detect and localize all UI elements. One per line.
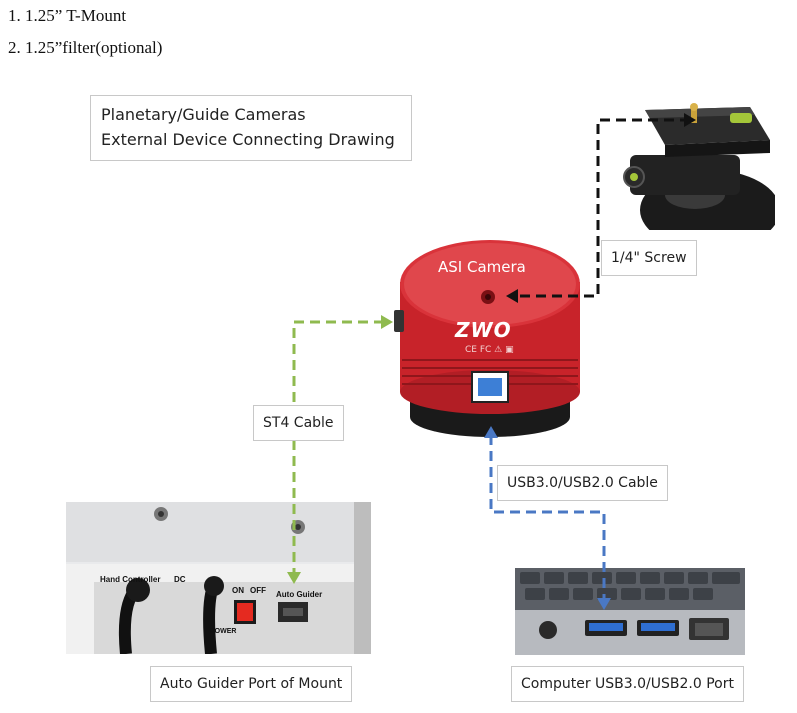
off-text: OFF	[250, 586, 266, 595]
camera-label: ASI Camera	[438, 258, 526, 276]
screw-label: 1/4" Screw	[601, 240, 697, 276]
on-text: ON	[232, 586, 244, 595]
usb-cable-line	[489, 435, 606, 600]
diagram-title-line1: Planetary/Guide Cameras	[101, 105, 306, 124]
hand-controller-text: Hand Controller	[100, 575, 161, 584]
diagram-title-box: Planetary/Guide Cameras External Device …	[90, 95, 412, 161]
usb-arrow-down-icon	[597, 598, 611, 610]
asi-camera-image	[394, 240, 580, 437]
laptop-ports-image	[515, 568, 745, 655]
mount-panel-image	[66, 502, 371, 654]
list-item-tmount: 1. 1.25” T-Mount	[8, 6, 127, 25]
usb-cable-label: USB3.0/USB2.0 Cable	[497, 465, 668, 501]
computer-port-label: Computer USB3.0/USB2.0 Port	[511, 666, 744, 702]
certification-marks: CE FC ⚠ ▣	[465, 345, 514, 355]
st4-cable-line	[292, 320, 384, 578]
st4-arrow-right-icon	[381, 315, 393, 329]
dc-text: DC	[174, 575, 186, 584]
screw-arrow-icon	[684, 113, 696, 127]
zwo-logo: ZWO	[455, 318, 512, 342]
auto-guider-text: Auto Guider	[276, 590, 323, 599]
mount-port-label: Auto Guider Port of Mount	[150, 666, 353, 702]
diagram-title-line2: External Device Connecting Drawing	[101, 130, 395, 149]
power-text: POWER	[210, 628, 237, 635]
st4-arrow-down-icon	[287, 572, 301, 584]
st4-cable-label: ST4 Cable	[253, 405, 344, 441]
screw-arrow-left-icon	[506, 289, 518, 303]
tripod-head-image	[600, 85, 775, 230]
list-item-filter: 2. 1.25”filter(optional)	[8, 38, 163, 57]
screw-connector-line	[512, 118, 690, 298]
usb-arrow-up-icon	[484, 426, 498, 438]
